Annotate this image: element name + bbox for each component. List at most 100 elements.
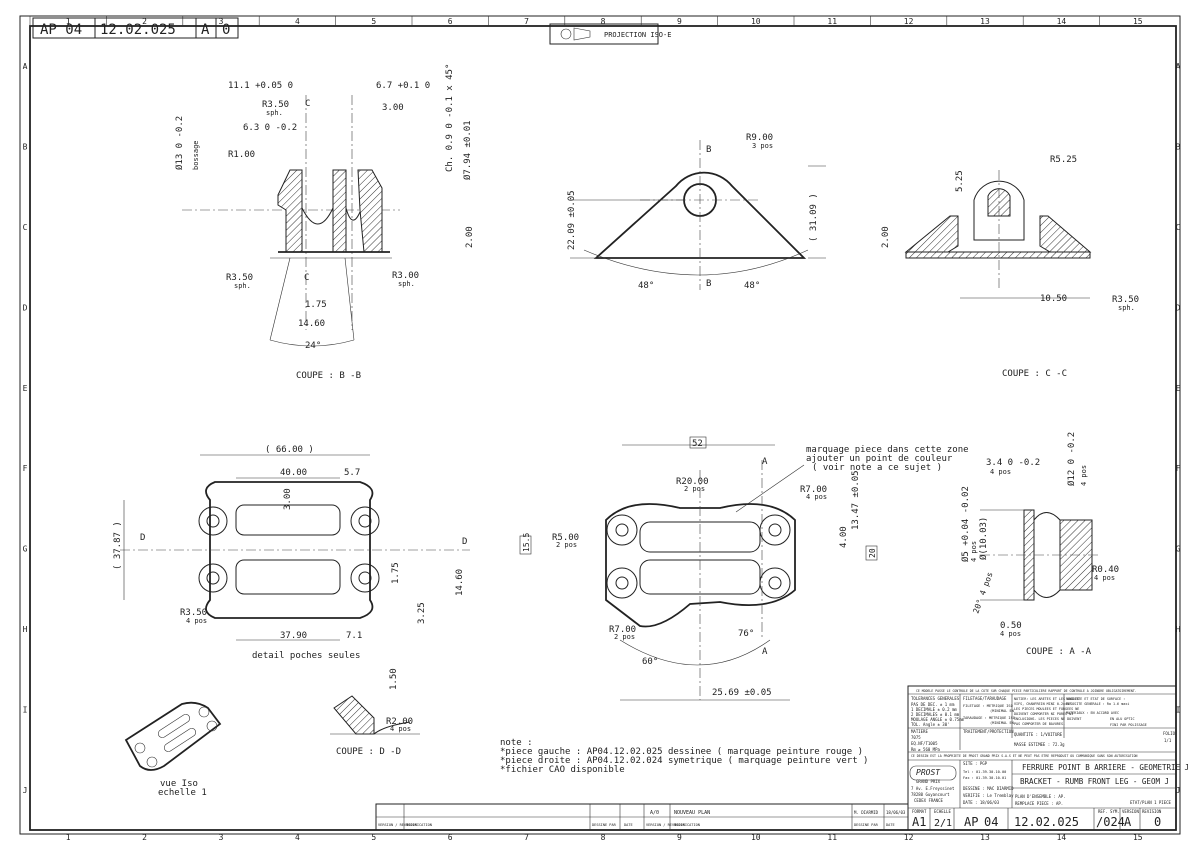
tb-bv-1: 2/1 [934,818,952,829]
main-dim-12: R7.00 [609,625,636,635]
tb-plan-ensemble: PLAN D'ENSEMBLE : AP. [1015,794,1066,799]
aa-dim-4: Ø5 +0.04 -0.02 [960,486,971,562]
top-dim-6: 48° [638,281,654,291]
iso-caption-0: vue Iso [160,779,198,789]
pocket-dim-1: 40.00 [280,468,307,478]
tb-company-2: 7 Av. E.Freyssinet [911,786,955,791]
grid-column-label: 12 [904,833,914,842]
grid-column-label: 1 [66,17,71,26]
grid-column-label: 9 [677,17,682,26]
pocket-dim-7: 1.75 [391,562,401,584]
grid-row-label: A [1176,62,1181,71]
aa-caption: COUPE : A -A [1026,647,1092,657]
bb-dim-2: R3.50 [262,100,289,110]
tb-bv-0: A1 [912,815,926,829]
tb-bv-6: A [1124,815,1132,829]
tb-bv-4: 12.02.025 [1014,815,1079,829]
aa-dim-9: 20° 4 pos [971,571,994,615]
bb-dim-0: 11.1 +0.05 0 [228,81,293,91]
dd-dim-1: R2.00 [386,717,413,727]
tb-bl-2: REF. SYM. [1098,809,1120,814]
top-dim-2: B [706,145,711,155]
notes-line-1: *piece droite : AP04.12.02.024 symetriqu… [500,756,868,766]
main-dim-14: 76° [738,629,754,639]
cc-dim-5: sph. [1118,304,1135,312]
pocket-dim-5: D [140,533,145,543]
tb-contact-1: Fax : 01.39.30.10.01 [963,776,1006,780]
tb-title-0: FERRURE POINT B ARRIERE - GEOMETRIE J [1022,763,1189,772]
pocket-dim-3: 3.00 [283,488,293,510]
aa-dim-6: Ø(10.03) [978,517,989,560]
top-dim-0: R9.00 [746,133,773,143]
main-dim-7: 15.5 [522,533,531,552]
tb-surf-0: NOTIER: LES ARETES ET LES ANGLES [1014,697,1079,701]
aa-dim-8: 4 pos [1094,574,1115,582]
grid-row-label: E [1176,384,1181,393]
cc-dim-2: 2.00 [881,226,891,248]
rev-row-text: NOUVEAU PLAN [674,810,710,816]
tb-site: SITE : PGP [963,761,988,766]
bb-dim-9: bossage [192,140,200,170]
bb-dim-15: C [304,273,309,283]
main-dim-13: 2 pos [614,633,635,641]
tb-rn-0: RUGOSITE ET ETAT DE SURFACE : [1066,697,1125,701]
bb-dim-13: R3.50 [226,273,253,283]
grid-column-label: 15 [1133,17,1143,26]
tb-tol-1: PAS DE DEC. ± 1 mm [911,702,955,707]
bb-dim-4: C [305,99,310,109]
pocket-dim-10: 4 pos [186,617,207,625]
cc-dim-0: R5.25 [1050,155,1077,165]
tb-rn-1: RUGOSITE GENERALE : Ra 1.6 maxi [1066,702,1129,706]
grid-row-label: D [23,303,28,312]
rev-row-rev: A/0 [650,810,659,816]
aa-dim-5: 4 pos [970,541,978,562]
grid-row-label: J [1176,786,1181,795]
grid-column-label: 5 [371,17,376,26]
grid-column-label: 2 [142,833,147,842]
tb-treatment: TRAITEMENT/PROTECTION [963,729,1014,734]
grid-column-label: 7 [524,17,529,26]
top-dim-7: 48° [744,281,760,291]
top-dim-1: 3 pos [752,142,773,150]
tb-rn-3: EN ALU OPTIC [1110,717,1135,721]
bb-dim-20: 24° [305,341,321,351]
tb-fin-3: TARAUDAGE : METRIQUE ISO [963,716,1015,720]
grid-row-label: E [23,384,28,393]
grid-row-label: J [23,786,28,795]
tb-contact-0: Tel : 01.39.30.10.00 [963,770,1006,774]
bb-dim-14: sph. [234,282,251,290]
projection-symbol: PROJECTION ISO-E [549,23,671,45]
aa-dim-11: 4 pos [1000,630,1021,638]
bb-dim-19: 14.60 [298,319,325,329]
tb-company-4: CEDEX FRANCE [914,798,943,803]
main-dim-6: 13.47 ±0.05 [851,470,861,530]
bb-dim-7: R1.00 [228,150,255,160]
tb-mat-0: MATIERE [911,729,928,734]
tb-bv-3: 04 [984,815,998,829]
rev-head-2: DESSINE PAR [592,823,617,827]
tb-tol-3: 2 DECIMALES ± 0.1 mm [911,712,960,717]
bb-dim-12: 2.00 [465,226,475,248]
bb-dim-11: Ø7.94 ±0.01 [462,120,473,180]
main-plan-view: 52 A R20.00 2 pos R7.00 4 pos 13.47 ±0.0… [519,436,969,701]
notes-line-2: *fichier CAO disponible [500,765,625,775]
main-dim-2: R20.00 [676,477,709,487]
tb-bl-3: VERSION [1122,809,1139,814]
grid-column-label: 3 [219,17,224,26]
aa-dim-3: 4 pos [1080,465,1088,486]
projection-label: PROJECTION ISO-E [604,31,671,39]
tb-mat-2: EQ.NF/T1005 [911,741,938,746]
grid-column-label: 14 [1057,833,1067,842]
tb-company-0: PROST [916,768,941,777]
main-dim-4: R7.00 [800,485,827,495]
grid-column-label: 15 [1133,833,1143,842]
tb-bl-0: FORMAT [912,809,927,814]
grid-column-label: 2 [142,17,147,26]
aa-dim-2: Ø12 0 -0.2 [1066,432,1077,486]
grid-row-label: F [1176,464,1181,473]
rev-head-3: DATE [624,823,633,827]
revision-table: A/0 NOUVEAU PLAN M. DIARMID 18/06/03 VER… [375,803,909,831]
main-note-1: ajouter un point de couleur [806,454,953,464]
dd-dim-2: 4 pos [390,725,411,733]
grid-row-label: D [1176,303,1181,312]
